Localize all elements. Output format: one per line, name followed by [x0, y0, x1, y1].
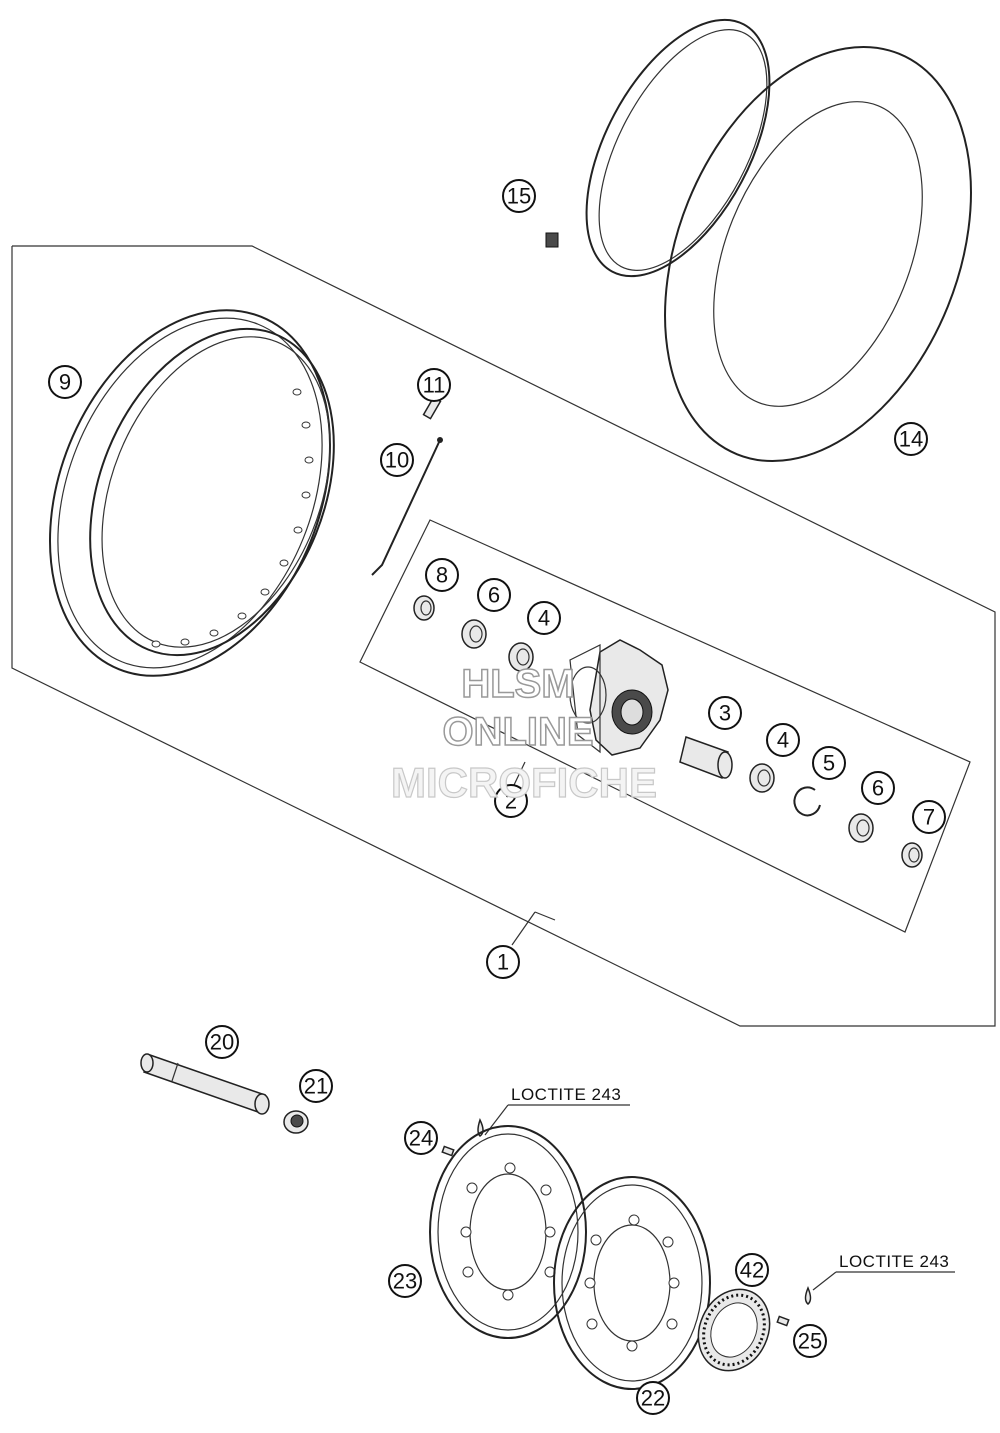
watermark-line2: ONLINE: [442, 710, 593, 754]
callout-4-right: 4: [766, 723, 800, 757]
svg-text:3: 3: [719, 701, 731, 726]
svg-text:6: 6: [488, 583, 500, 608]
svg-text:42: 42: [740, 1258, 764, 1283]
callout-21: 21: [299, 1069, 333, 1103]
loctite-note-24: LOCTITE 243: [511, 1085, 621, 1104]
wheel-assembly-outline: [11, 245, 996, 1027]
callout-7: 7: [912, 800, 946, 834]
callout-20: 20: [205, 1025, 239, 1059]
callout-42: 42: [735, 1253, 769, 1287]
svg-text:22: 22: [641, 1386, 665, 1411]
callout-1: 1: [486, 945, 520, 979]
leader-1: [511, 911, 536, 946]
brake-disc-23: [429, 1125, 587, 1339]
hub-assembly-outline: [359, 519, 971, 933]
bearing-left: [508, 642, 534, 672]
spoke: [371, 437, 443, 576]
distance-sleeve: [679, 736, 733, 780]
callout-2: 2: [494, 784, 528, 818]
abs-sensor-ring: [697, 1288, 771, 1372]
callout-6-right: 6: [861, 771, 895, 805]
callout-25: 25: [793, 1324, 827, 1358]
svg-text:24: 24: [409, 1126, 433, 1151]
svg-text:5: 5: [823, 751, 835, 776]
shaft-seal-left: [461, 619, 487, 649]
watermark-line1: HLSM: [461, 662, 574, 706]
callout-24: 24: [404, 1121, 438, 1155]
leader-2: [513, 761, 526, 786]
loctite-note-25: LOCTITE 243: [839, 1252, 949, 1271]
spacer-8: [413, 595, 435, 621]
svg-text:21: 21: [304, 1074, 328, 1099]
callout-10: 10: [380, 443, 414, 477]
svg-text:2: 2: [505, 789, 517, 814]
circlip: [793, 786, 821, 817]
svg-text:14: 14: [899, 427, 923, 452]
callout-14: 14: [894, 422, 928, 456]
svg-text:8: 8: [436, 563, 448, 588]
callout-22: 22: [636, 1381, 670, 1415]
wheel-spindle: [140, 1053, 270, 1115]
svg-text:10: 10: [385, 448, 409, 473]
brake-disc-22: [553, 1176, 711, 1390]
rim: [49, 309, 335, 677]
svg-text:15: 15: [507, 184, 531, 209]
rim-tape: [545, 18, 771, 278]
svg-text:23: 23: [393, 1269, 417, 1294]
bearing-right: [749, 763, 775, 793]
collar-bolt: [283, 1110, 309, 1134]
svg-text:11: 11: [423, 373, 446, 398]
svg-text:4: 4: [538, 606, 550, 631]
callout-23: 23: [388, 1264, 422, 1298]
callout-15: 15: [502, 179, 536, 213]
callout-6-left: 6: [477, 578, 511, 612]
shaft-seal-right: [848, 813, 874, 843]
screw-24: [441, 1118, 484, 1157]
spacer-7: [901, 842, 923, 868]
leader-loctite-24: [484, 1104, 509, 1136]
svg-text:25: 25: [798, 1329, 822, 1354]
wheel-hub: [569, 639, 669, 756]
leader-loctite-25: [812, 1271, 837, 1291]
callout-11: 11: [417, 368, 451, 402]
callout-4-left: 4: [527, 601, 561, 635]
svg-text:9: 9: [59, 370, 71, 395]
svg-text:4: 4: [777, 728, 789, 753]
svg-text:7: 7: [923, 805, 935, 830]
watermark-line3: MICROFICHE: [391, 759, 657, 806]
svg-text:1: 1: [497, 950, 509, 975]
callout-9: 9: [48, 365, 82, 399]
callout-8: 8: [425, 558, 459, 592]
svg-text:6: 6: [872, 776, 884, 801]
callout-3: 3: [708, 696, 742, 730]
screw-25: [776, 1286, 812, 1327]
tire: [664, 45, 972, 463]
svg-text:20: 20: [210, 1030, 234, 1055]
callout-5: 5: [812, 746, 846, 780]
